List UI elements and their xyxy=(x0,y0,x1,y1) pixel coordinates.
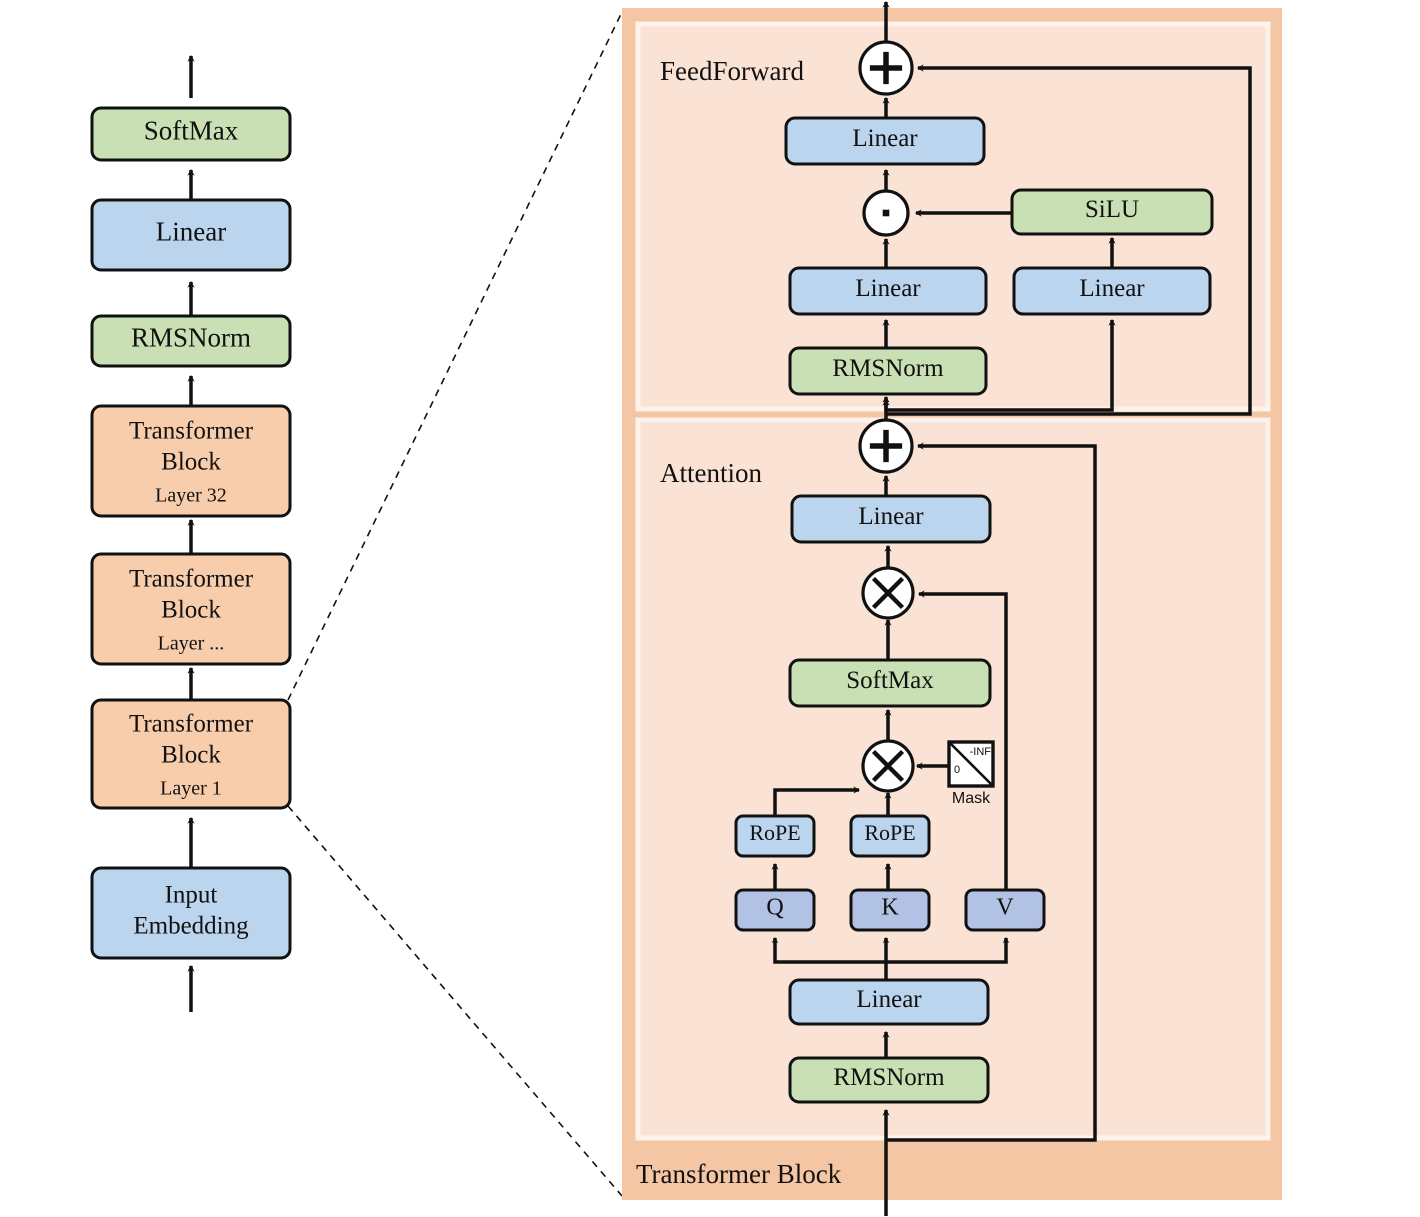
feedforward-section-label: FeedForward xyxy=(660,56,804,86)
stack-node-input-embedding-label: Input xyxy=(165,882,218,909)
mask-label: Mask xyxy=(952,790,991,807)
mask-lower-value: 0 xyxy=(954,764,960,776)
att-v-label: V xyxy=(996,895,1014,921)
att-softmax[interactable]: SoftMax xyxy=(788,658,992,708)
feedforward-multiply-op xyxy=(862,189,910,237)
zoom-connector-top xyxy=(287,11,623,701)
att-rmsnorm-label: RMSNorm xyxy=(833,1064,945,1091)
stack-node-input-embedding-label: Embedding xyxy=(133,913,249,940)
stack-node-softmax[interactable]: SoftMax xyxy=(90,106,292,162)
attention-section-label: Attention xyxy=(660,458,762,488)
ff-silu[interactable]: SiLU xyxy=(1010,188,1214,236)
att-rope-q[interactable]: RoPE xyxy=(734,814,816,858)
stack-node-block-mid-label: Transformer xyxy=(129,566,254,593)
att-linear-in-label: Linear xyxy=(856,986,922,1013)
feedforward-add-op xyxy=(858,40,914,96)
stack-node-linear-head[interactable]: Linear xyxy=(90,198,292,272)
ff-rmsnorm-label: RMSNorm xyxy=(832,355,944,382)
att-q[interactable]: Q xyxy=(734,888,816,932)
stack-node-block-mid-sublabel: Layer ... xyxy=(158,633,225,655)
ff-linear-up[interactable]: Linear xyxy=(1012,266,1212,316)
ff-linear-out-label: Linear xyxy=(852,125,918,152)
stack-node-block-1-label: Block xyxy=(161,742,221,769)
att-arrow-v-to-context-matmul xyxy=(917,590,1008,890)
stack-node-block-mid-label: Block xyxy=(161,597,221,624)
ff-residual-connection xyxy=(886,64,1252,416)
attention-add-op xyxy=(858,418,914,474)
ff-split-to-up-linear xyxy=(886,318,1116,412)
stack-node-block-32-sublabel: Layer 32 xyxy=(155,485,227,507)
att-rope-q-label: RoPE xyxy=(749,820,800,845)
att-softmax-label: SoftMax xyxy=(846,667,934,694)
ff-rmsnorm[interactable]: RMSNorm xyxy=(788,346,988,396)
ff-linear-up-label: Linear xyxy=(1079,275,1145,302)
att-rope-k-label: RoPE xyxy=(864,820,915,845)
ff-linear-gate[interactable]: Linear xyxy=(788,266,988,316)
att-arrow-ropeq-to-matmul xyxy=(773,786,861,816)
att-k-label: K xyxy=(881,895,899,921)
att-split-linear-to-v xyxy=(886,936,1010,964)
att-split-linear-to-q xyxy=(771,936,888,980)
ff-linear-out[interactable]: Linear xyxy=(784,116,986,166)
transformer-block-frame-label: Transformer Block xyxy=(636,1159,842,1189)
att-linear-in[interactable]: Linear xyxy=(788,978,990,1026)
stack-node-rmsnorm-final[interactable]: RMSNorm xyxy=(90,314,292,368)
att-k[interactable]: K xyxy=(849,888,931,932)
att-rope-k[interactable]: RoPE xyxy=(849,814,931,858)
stack-node-block-mid[interactable]: TransformerBlockLayer ... xyxy=(90,552,292,666)
att-linear-out[interactable]: Linear xyxy=(790,494,992,544)
mask-upper-value: -INF xyxy=(970,746,992,758)
ff-linear-gate-label: Linear xyxy=(855,275,921,302)
attention-score-matmul-op xyxy=(861,739,915,793)
stack-node-rmsnorm-final-label: RMSNorm xyxy=(131,323,251,353)
attention-residual-connection xyxy=(886,442,1097,1142)
att-q-label: Q xyxy=(766,895,783,921)
stack-node-softmax-label: SoftMax xyxy=(144,116,239,146)
att-v[interactable]: V xyxy=(964,888,1046,932)
zoom-connector-bottom xyxy=(287,805,623,1197)
ff-silu-label: SiLU xyxy=(1085,196,1139,223)
att-rmsnorm[interactable]: RMSNorm xyxy=(788,1056,990,1104)
stack-node-block-32-label: Block xyxy=(161,449,221,476)
att-linear-out-label: Linear xyxy=(858,503,924,530)
stack-node-block-32-label: Transformer xyxy=(129,418,254,445)
attention-context-matmul-op xyxy=(861,566,915,620)
stack-node-block-1-label: Transformer xyxy=(129,711,254,738)
stack-node-linear-head-label: Linear xyxy=(156,217,226,247)
stack-node-block-1-sublabel: Layer 1 xyxy=(160,778,222,800)
